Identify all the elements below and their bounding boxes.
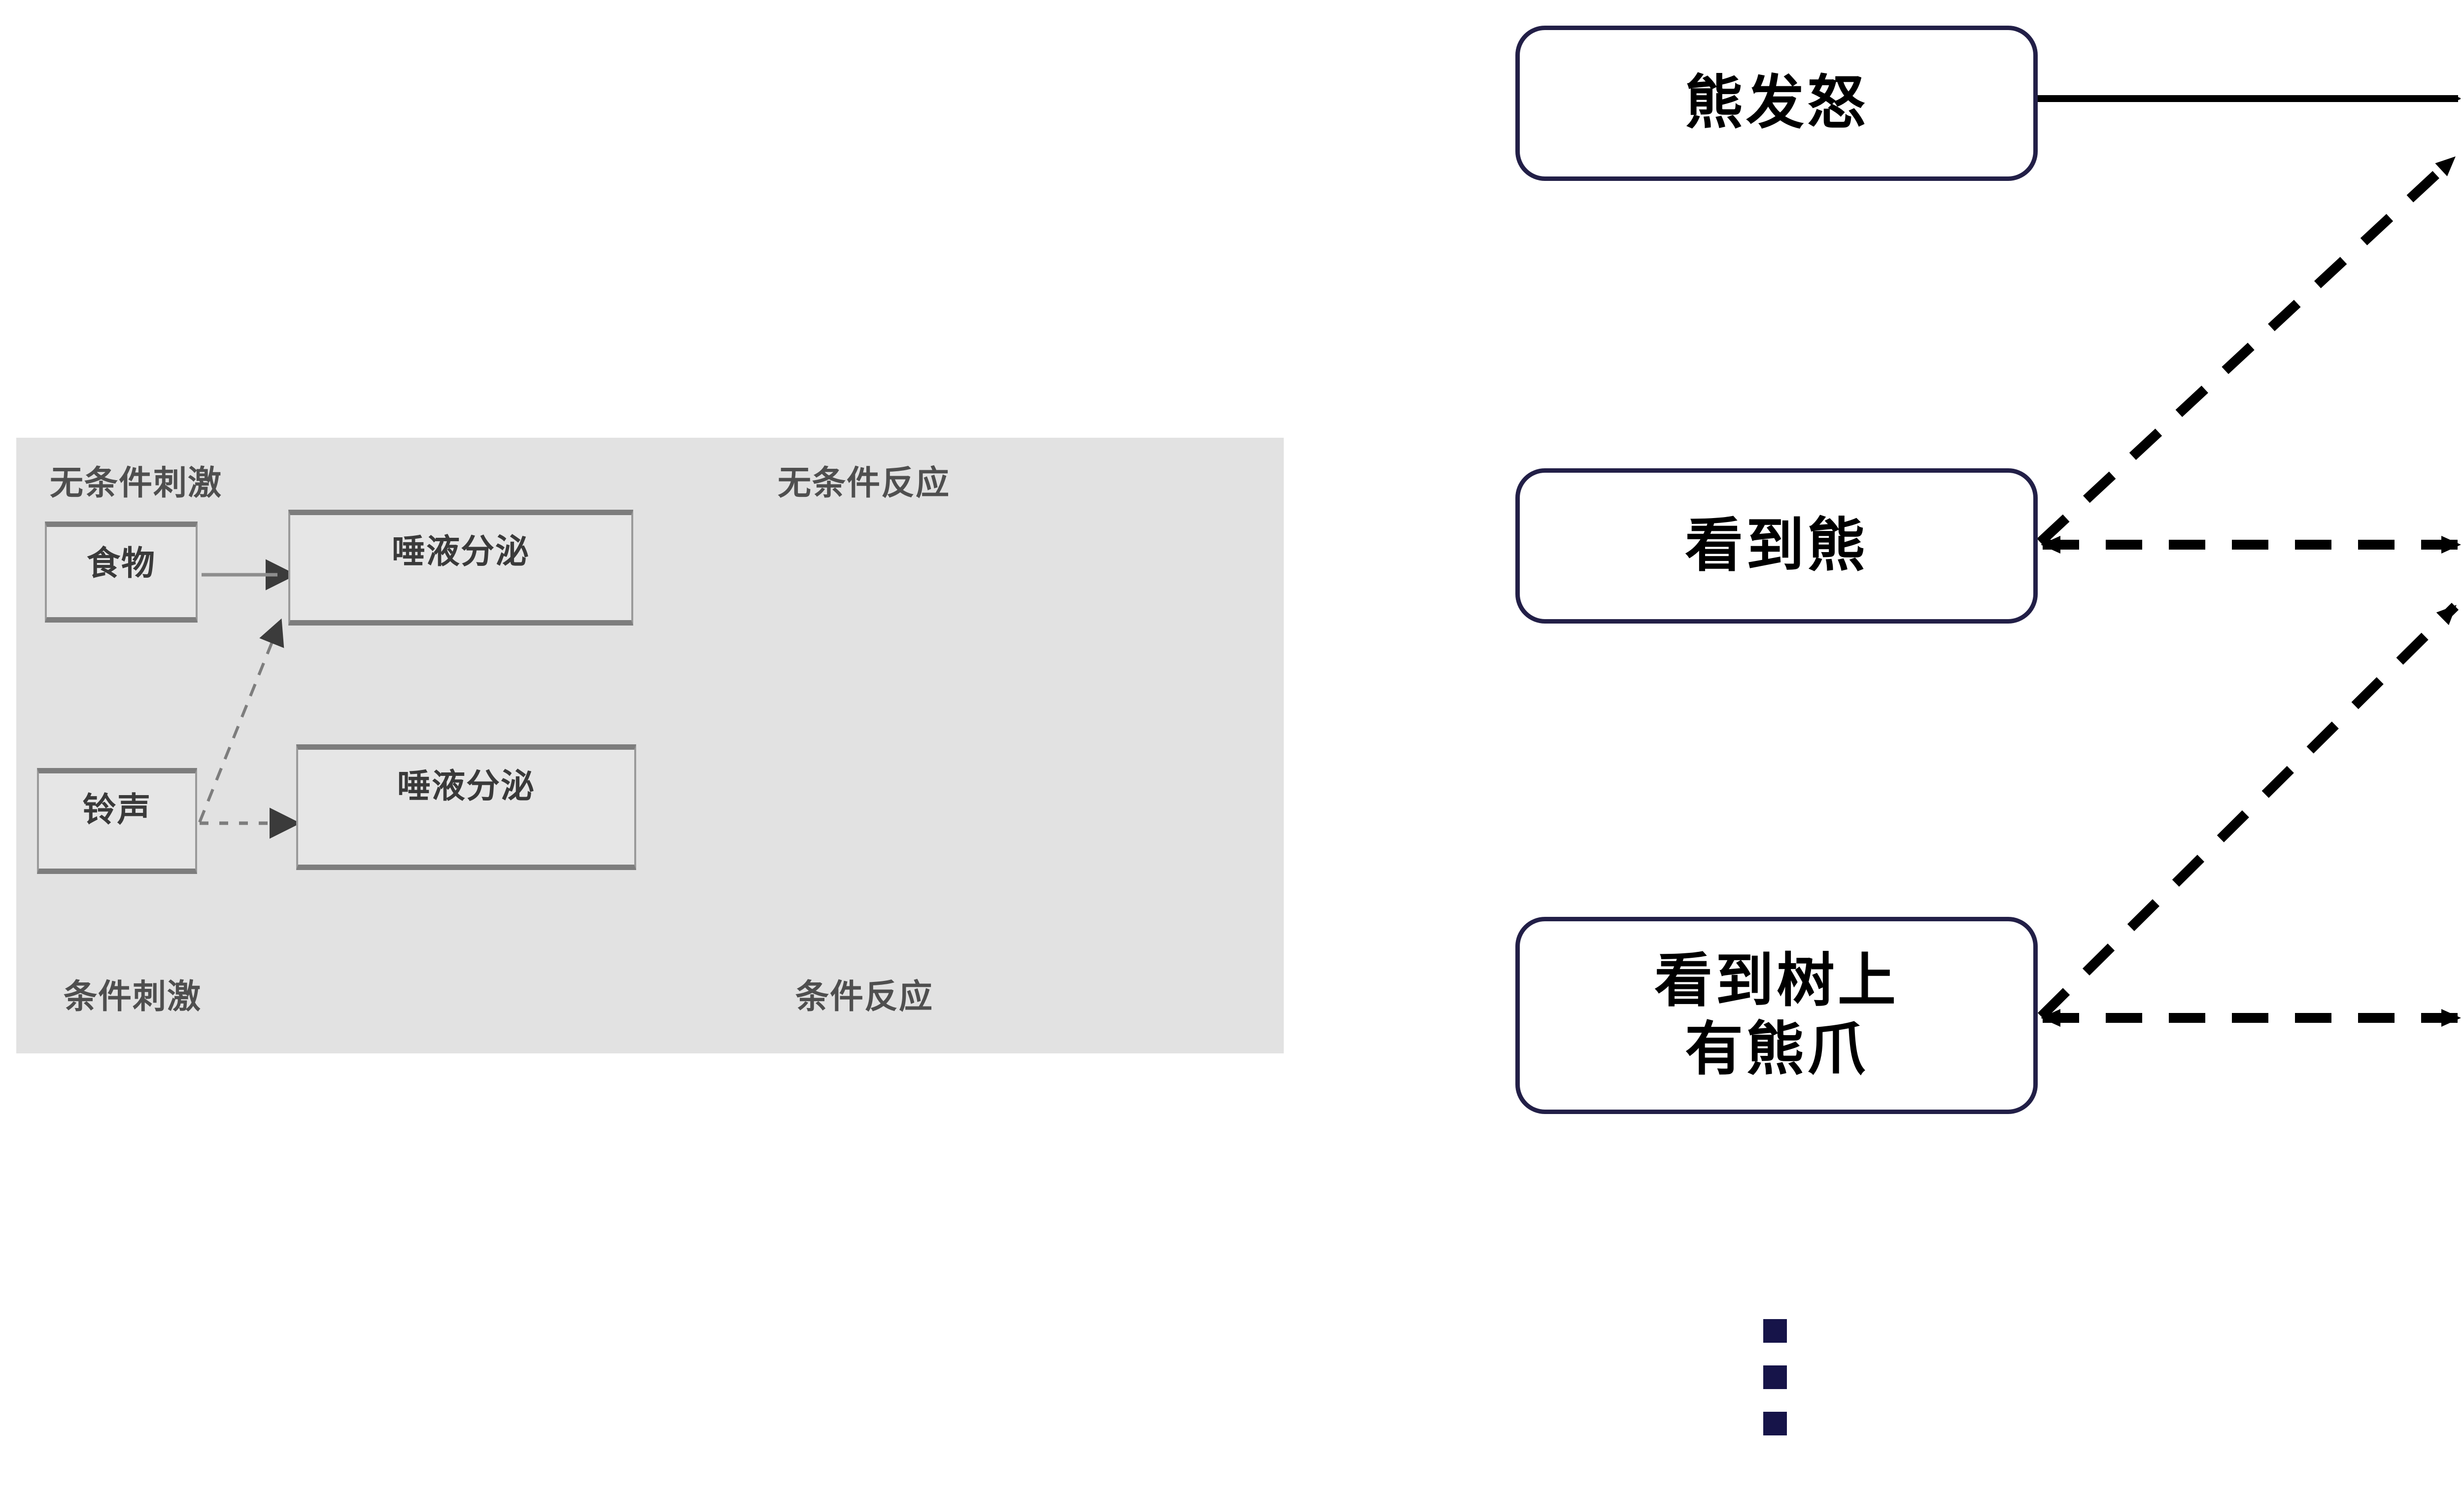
ellipsis-square	[1763, 1365, 1787, 1389]
pavlov-box-bell-label: 铃声	[82, 791, 152, 829]
arrow-see-paw-to-value-s-prime	[2037, 602, 2459, 1020]
arrow-bell-to-salivation-top	[198, 618, 284, 823]
rl-box-see-bear[interactable]: 看到熊	[1515, 468, 2038, 624]
vertical-ellipsis-left	[1763, 1319, 1787, 1435]
rl-box-see-paw-label-line2: 有熊爪	[1684, 1017, 1868, 1082]
pavlov-box-food: 食物	[45, 522, 198, 623]
pavlov-box-salivation-bottom-label: 唾液分泌	[397, 767, 535, 805]
pavlov-arrows-layer	[198, 559, 301, 839]
pavlov-box-bell: 铃声	[37, 768, 197, 874]
ellipsis-square	[1763, 1412, 1787, 1435]
rl-box-see-paw-on-tree[interactable]: 看到树上 有熊爪	[1515, 917, 2038, 1114]
rl-box-bear-angry-label: 熊发怒	[1684, 70, 1868, 136]
pavlov-box-food-label: 食物	[86, 545, 156, 582]
ellipsis-square	[1763, 1319, 1787, 1343]
label-conditioned-stimulus: 条件刺激	[64, 978, 202, 1015]
rl-arrows-layer	[2037, 95, 2461, 1027]
arrow-see-bear-to-reward	[2037, 154, 2458, 546]
pavlov-box-salivation-bottom: 唾液分泌	[296, 744, 636, 870]
label-unconditioned-stimulus: 无条件刺激	[50, 464, 223, 502]
rl-box-see-bear-label: 看到熊	[1684, 513, 1868, 578]
pavlov-box-salivation-top: 唾液分泌	[288, 510, 633, 626]
rl-box-bear-angry[interactable]: 熊发怒	[1515, 26, 2038, 181]
rl-box-see-paw-label: 看到树上 有熊爪	[1654, 947, 1899, 1084]
rl-box-see-paw-label-line1: 看到树上	[1654, 948, 1899, 1013]
pavlov-conditioning-panel: 无条件刺激 无条件反应 条件刺激 条件反应 食物 铃声 唾液分泌 唾液分泌	[16, 438, 1284, 1053]
pavlov-box-salivation-top-label: 唾液分泌	[391, 533, 530, 570]
label-unconditioned-response: 无条件反应	[778, 464, 951, 502]
label-conditioned-response: 条件反应	[795, 978, 934, 1015]
